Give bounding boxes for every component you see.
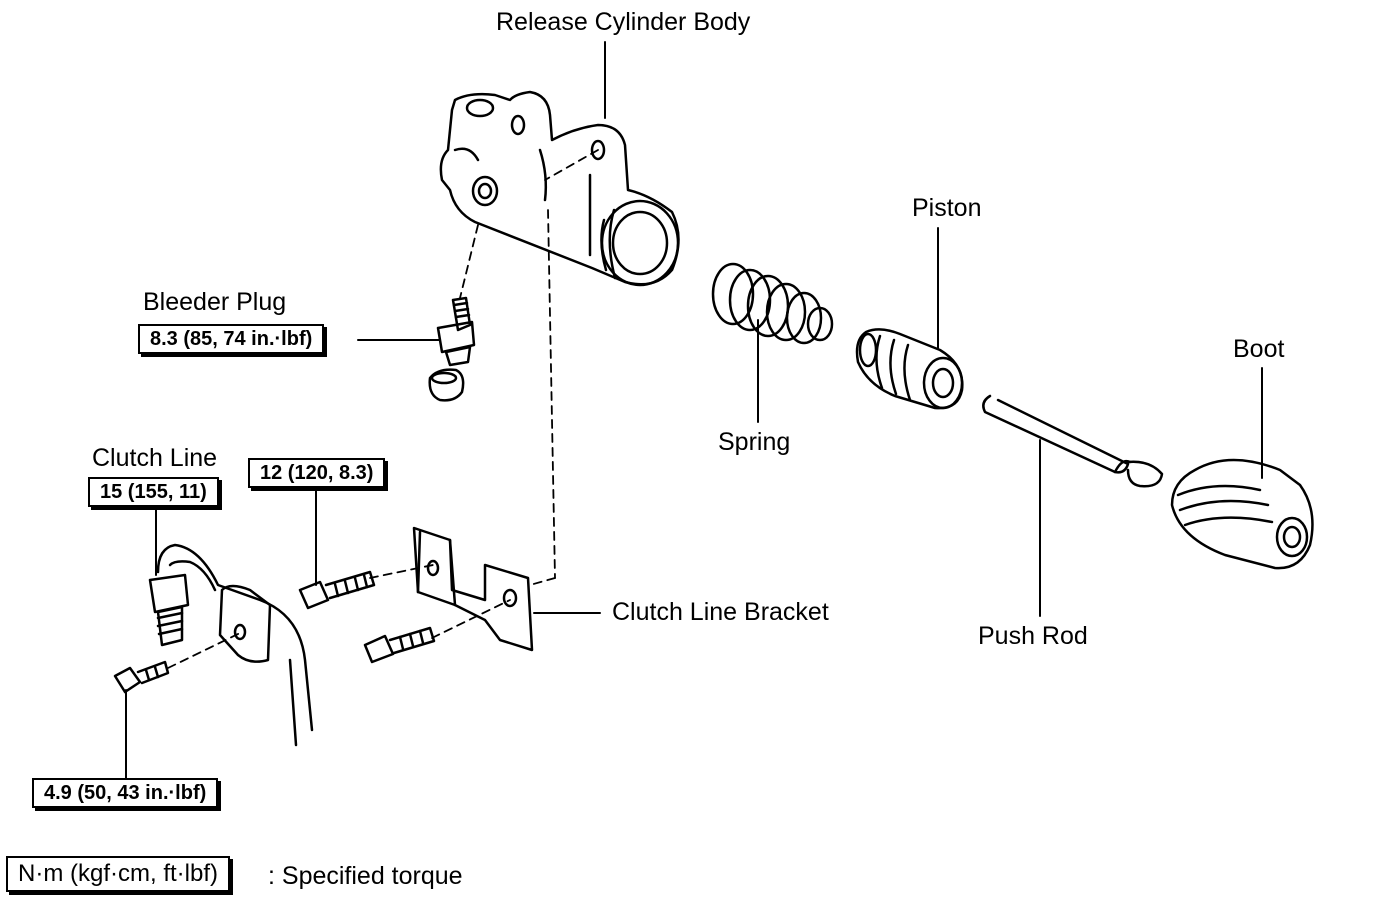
bleeder-plug-part (428, 296, 476, 402)
legend-meaning: : Specified torque (268, 862, 463, 890)
piston-part (855, 328, 964, 410)
push-rod-label: Push Rod (978, 622, 1088, 650)
bleeder-plug-label: Bleeder Plug (143, 288, 287, 316)
spring-part (711, 262, 834, 345)
bracket-bolt-torque: 12 (120, 8.3) (248, 458, 386, 488)
bleeder-plug-torque: 8.3 (85, 74 in.·lbf) (138, 324, 325, 354)
line-clamp-bolt-torque: 4.9 (50, 43 in.·lbf) (32, 778, 219, 808)
boot-label: Boot (1233, 335, 1285, 363)
push-rod-part (982, 394, 1164, 488)
bracket-bolts-part (298, 570, 436, 664)
alignment-lines (167, 149, 599, 669)
release-cylinder-body-label: Release Cylinder Body (496, 8, 751, 36)
piston-label: Piston (912, 194, 982, 222)
clutch-line-label: Clutch Line (92, 444, 218, 472)
legend-unit-box: N·m (kgf·cm, ft·lbf) (6, 856, 230, 892)
clutch-line-torque: 15 (155, 11) (88, 477, 219, 507)
release-cylinder-body-part (439, 90, 680, 287)
clutch-line-bracket-label: Clutch Line Bracket (612, 598, 829, 626)
clutch-line-bracket-part (412, 526, 534, 652)
boot-part (1170, 458, 1314, 570)
spring-label: Spring (718, 428, 791, 456)
clutch-line-part (113, 543, 314, 747)
leader-lines (125, 41, 1263, 779)
